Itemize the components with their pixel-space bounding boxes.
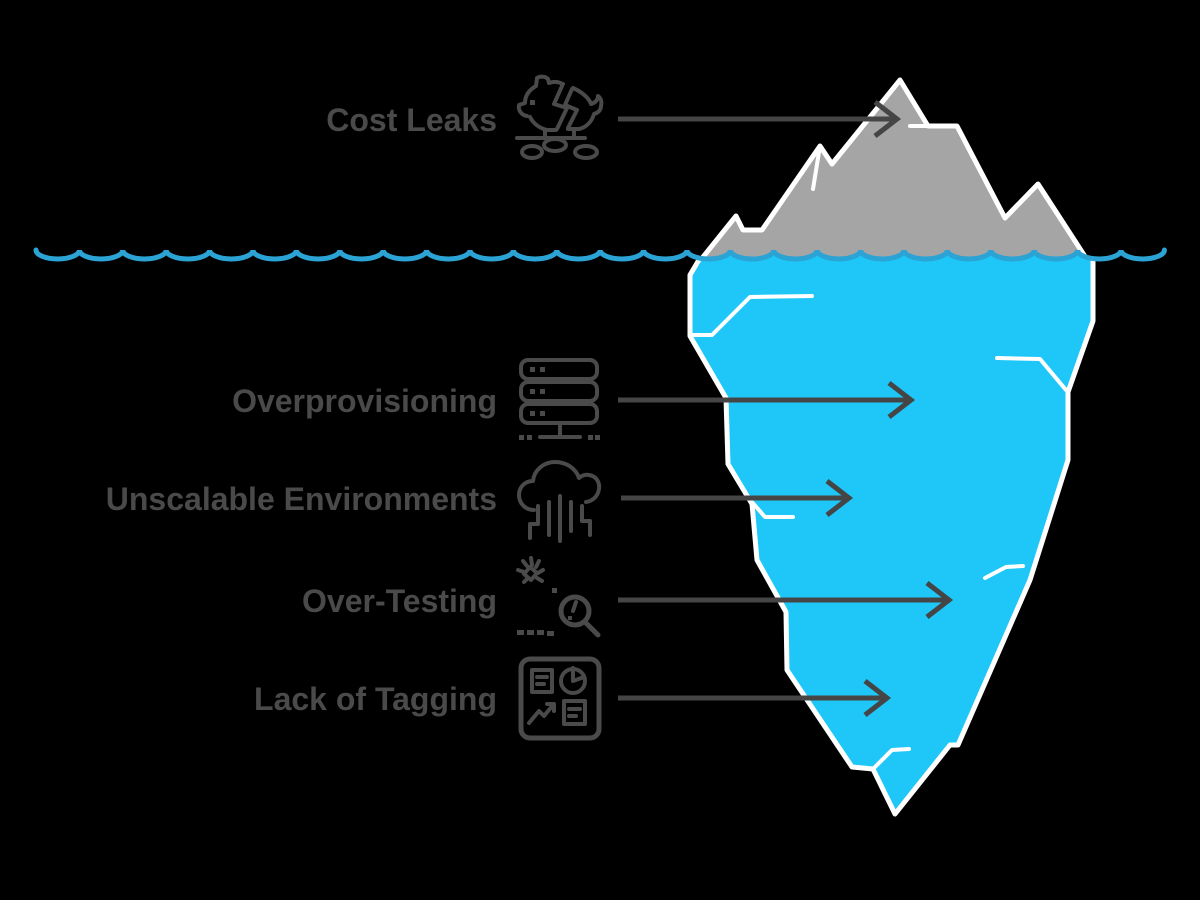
coin [573,144,599,160]
mini-document [562,699,587,726]
pig-eye [530,100,535,105]
callout-lack-of-tagging: Lack of Tagging [254,656,892,741]
iceberg-crack [995,356,1068,392]
trend-line [527,703,555,725]
cloud-streams-icon [517,460,602,543]
label-cost-leaks: Cost Leaks [326,102,497,138]
server-stack-icon [519,358,600,440]
iceberg-above-water [700,77,1089,266]
arrow-over-testing [618,581,954,619]
callout-cost-leaks: Cost Leaks [326,74,902,160]
mini-document [530,668,554,694]
iceberg-crack [811,150,821,191]
callout-overprovisioning: Overprovisioning [232,358,916,440]
callout-over-testing: Over-Testing [302,556,954,638]
arrow-cost-leaks [618,100,902,138]
waterline-wave [33,247,1167,262]
magnifier-lens [558,594,592,628]
label-overprovisioning: Overprovisioning [232,383,497,419]
coin [520,144,544,160]
dashboard-report-icon [518,656,602,741]
label-over-testing: Over-Testing [302,583,497,619]
label-lack-of-tagging: Lack of Tagging [254,681,497,717]
iceberg-below-water [687,250,1096,817]
iceberg-crack [983,564,1025,580]
arrow-overprovisioning [618,381,916,419]
broken-piggy-bank-icon [515,74,604,160]
arrow-lack-of-tagging [618,679,892,717]
magnifier-handle [582,619,601,638]
iceberg-crack [871,747,911,771]
iceberg-crack [750,500,795,519]
label-unscalable-environments: Unscalable Environments [106,481,497,517]
coin [542,137,568,153]
callout-unscalable-environments: Unscalable Environments [106,460,854,543]
iceberg-crack [690,294,814,337]
bug-magnifier-icon [516,556,601,638]
arrow-unscalable-environments [621,479,854,517]
